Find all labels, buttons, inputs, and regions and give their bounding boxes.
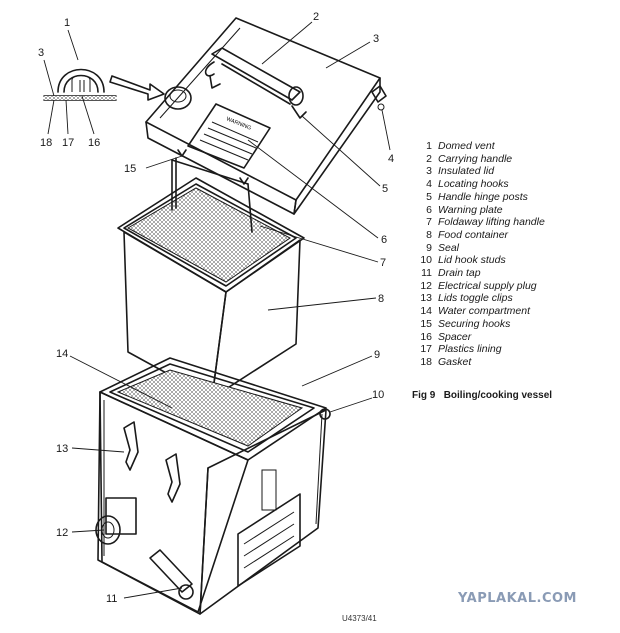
- callout-18: 18: [40, 137, 52, 149]
- legend-item-label: Food container: [438, 228, 509, 241]
- legend-item-number: 7: [426, 216, 432, 229]
- legend-item: 14 Water compartment: [418, 305, 614, 318]
- legend-item-number: 6: [426, 203, 432, 216]
- legend-item-label: Securing hooks: [438, 317, 511, 330]
- leader-lines: [43, 21, 391, 599]
- carrying-handle: [204, 47, 307, 119]
- legend-item: 13 Lids toggle clips: [418, 292, 614, 305]
- legend-item-number: 9: [426, 241, 432, 254]
- legend-item: 17 Plastics lining: [418, 343, 614, 356]
- insulated-lid: [145, 17, 381, 215]
- warning-plate: WARNING: [187, 103, 271, 169]
- legend-item-label: Carrying handle: [438, 152, 513, 165]
- legend-item: 10 Lid hook studs: [418, 254, 614, 267]
- legend-item-label: Water compartment: [438, 305, 531, 318]
- legend-item-number: 2: [426, 152, 432, 165]
- callout-11: 11: [106, 593, 117, 605]
- food-container: [117, 157, 305, 399]
- callout-17: 17: [62, 137, 74, 149]
- legend-item: 11 Drain tap: [418, 267, 614, 280]
- legend-item-label: Gasket: [438, 355, 472, 368]
- legend-item-label: Handle hinge posts: [438, 190, 528, 203]
- callout-12: 12: [56, 527, 68, 539]
- parts-legend: 1 Domed vent 2 Carrying handle 3 Insulated li…: [418, 140, 614, 369]
- legend-item-label: Lid hook studs: [438, 254, 506, 267]
- domed-vent: [164, 86, 192, 110]
- callout-4: 4: [388, 153, 394, 165]
- legend-item-label: Locating hooks: [438, 178, 509, 191]
- legend-item: 15 Securing hooks: [418, 318, 614, 331]
- callout-9: 9: [374, 349, 380, 361]
- callout-14: 14: [56, 348, 68, 360]
- figure-title: Boiling/cooking vessel: [443, 390, 553, 401]
- legend-item-label: Electrical supply plug: [438, 279, 537, 292]
- legend-item-number: 12: [420, 279, 432, 292]
- callout-numbers: 1 2 3 4 5 6 7 8 9 10 11 12 13 14 15 16 1…: [38, 11, 394, 605]
- legend-item-number: 5: [426, 190, 432, 203]
- callout-2: 2: [313, 11, 319, 23]
- callout-6: 6: [381, 234, 387, 246]
- legend-item-label: Foldaway lifting handle: [438, 216, 545, 229]
- legend-item-number: 17: [420, 343, 432, 356]
- legend-item-label: Lids toggle clips: [438, 292, 513, 305]
- legend-item: 12 Electrical supply plug: [418, 280, 614, 293]
- legend-item: 2 Carrying handle: [418, 153, 614, 166]
- legend-item: 4 Locating hooks: [418, 178, 614, 191]
- legend-item: 5 Handle hinge posts: [418, 191, 614, 204]
- callout-7: 7: [380, 257, 386, 269]
- callout-13: 13: [56, 443, 68, 455]
- legend-item-number: 14: [420, 305, 432, 318]
- legend-item-number: 8: [426, 228, 432, 241]
- vent-detail-inset: [43, 68, 165, 101]
- drawing-reference: U4373/41: [342, 614, 377, 623]
- legend-item-number: 13: [420, 292, 432, 305]
- legend-item: 7 Foldaway lifting handle: [418, 216, 614, 229]
- legend-item-label: Insulated lid: [438, 165, 495, 178]
- callout-5: 5: [382, 183, 388, 195]
- callout-1: 1: [64, 17, 70, 29]
- legend-item-label: Spacer: [438, 330, 472, 343]
- legend-item: 18 Gasket: [418, 356, 614, 369]
- figure-number: Fig 9: [412, 390, 436, 401]
- legend-item: 6 Warning plate: [418, 204, 614, 217]
- legend-item-number: 3: [426, 165, 432, 178]
- legend-item-number: 15: [420, 317, 432, 330]
- callout-3-inset: 3: [38, 47, 44, 59]
- legend-item-number: 11: [421, 267, 432, 280]
- legend-item: 8 Food container: [418, 229, 614, 242]
- callout-15: 15: [124, 163, 136, 175]
- legend-item-label: Warning plate: [438, 203, 503, 216]
- legend-item-number: 10: [420, 254, 432, 267]
- callout-8: 8: [378, 293, 384, 305]
- legend-item-number: 18: [420, 355, 432, 368]
- legend-item: 3 Insulated lid: [418, 165, 614, 178]
- legend-item-label: Drain tap: [438, 267, 481, 280]
- locating-hook: [371, 85, 387, 111]
- callout-16: 16: [88, 137, 100, 149]
- legend-item-number: 4: [426, 178, 432, 191]
- legend-item-label: Domed vent: [438, 140, 495, 152]
- legend-item: 16 Spacer: [418, 331, 614, 344]
- callout-10: 10: [372, 389, 384, 401]
- callout-3: 3: [373, 33, 379, 45]
- water-compartment-base: [95, 357, 331, 615]
- legend-item: 1 Domed vent: [418, 140, 614, 153]
- legend-item-number: 1: [426, 140, 432, 152]
- figure-caption: Fig 9 Boiling/cooking vessel: [412, 390, 552, 401]
- legend-item-label: Plastics lining: [438, 343, 502, 356]
- legend-item-number: 16: [420, 330, 432, 343]
- legend-item: 9 Seal: [418, 242, 614, 255]
- legend-item-label: Seal: [438, 241, 460, 254]
- watermark-logo: YAPLAKAL.COM: [458, 591, 577, 606]
